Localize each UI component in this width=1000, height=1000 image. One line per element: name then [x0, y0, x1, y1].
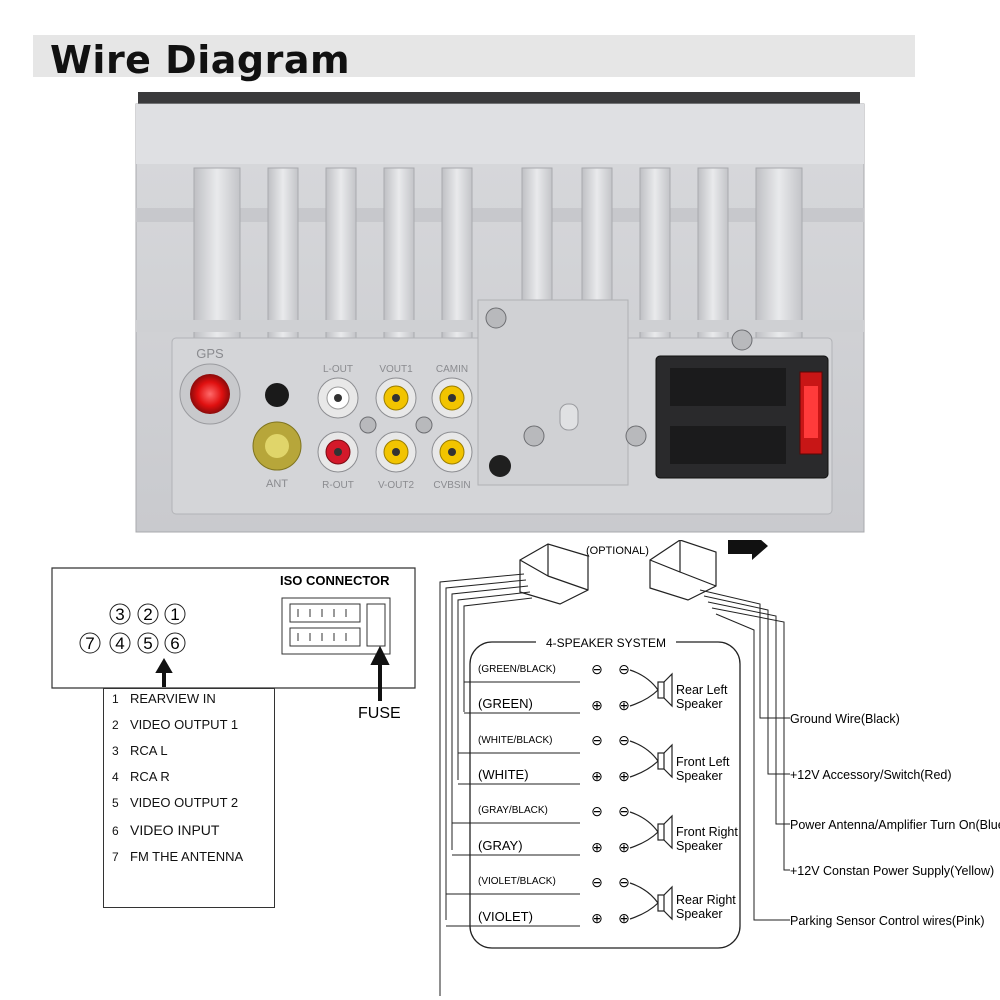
svg-text:⊖: ⊖ [591, 874, 603, 890]
svg-text:⊕: ⊕ [618, 768, 630, 784]
l-out-label: L-OUT [323, 364, 353, 375]
svg-text:⊖: ⊖ [591, 803, 603, 819]
pin-2: 2 [143, 605, 152, 624]
pin-4: 4 [115, 634, 124, 653]
svg-text:⊖: ⊖ [591, 732, 603, 748]
constant-power-wire-label: +12V Constan Power Supply(Yellow) [790, 864, 994, 878]
speaker-wire-labels: (GREEN/BLACK) (GREEN) (WHITE/BLACK) (WHI… [478, 664, 556, 924]
screws [359, 307, 753, 447]
svg-text:⊕: ⊕ [591, 910, 603, 926]
page-title: Wire Diagram [50, 38, 351, 82]
svg-text:⊕: ⊕ [591, 768, 603, 784]
svg-text:⊖: ⊖ [618, 874, 630, 890]
camin-label: CAMIN [436, 364, 468, 375]
svg-text:Speaker: Speaker [676, 697, 723, 711]
svg-text:⊕: ⊕ [618, 910, 630, 926]
wire-gray-black: (GRAY/BLACK) [478, 805, 548, 816]
front-right-speaker-icon [629, 811, 673, 850]
vout1-label: VOUT1 [379, 364, 413, 375]
left-harness-wires [439, 573, 533, 996]
fuse-arrow-icon [370, 645, 390, 701]
svg-text:Front Right: Front Right [676, 825, 738, 839]
pin-6: 6 [170, 634, 179, 653]
iso-socket [655, 355, 829, 479]
svg-text:⊖: ⊖ [591, 661, 603, 677]
pin-1: 1 [170, 605, 179, 624]
fuse-label: FUSE [358, 705, 401, 722]
right-harness-wires [699, 589, 790, 921]
wire-violet-black: (VIOLET/BLACK) [478, 876, 556, 887]
gps-label: GPS [196, 346, 224, 361]
svg-text:⊕: ⊕ [618, 697, 630, 713]
optional-label: (OPTIONAL) [586, 545, 649, 557]
speaker-wire-lines [446, 681, 580, 927]
head-unit-rear-panel: GPS ANT L-OUT VOUT1 CAMIN R-OUT V-OUT2 C… [135, 92, 865, 533]
accessory-wire-label: +12V Accessory/Switch(Red) [790, 768, 952, 782]
rear-right-speaker-icon [629, 882, 673, 921]
svg-text:⊕: ⊕ [591, 839, 603, 855]
iso-connector-diagram [281, 597, 391, 655]
vout2-label: V-OUT2 [378, 480, 415, 491]
front-left-speaker-icon [629, 740, 673, 779]
rear-left-speaker-icon [629, 669, 673, 708]
pin-3: 3 [115, 605, 124, 624]
svg-text:⊕: ⊕ [618, 839, 630, 855]
svg-text:Speaker: Speaker [676, 907, 723, 921]
pin-circles: 3 2 1 7 4 5 6 [79, 603, 186, 654]
svg-text:⊖: ⊖ [618, 732, 630, 748]
svg-text:⊖: ⊖ [618, 661, 630, 677]
ant-label: ANT [266, 478, 288, 490]
wire-green: (GREEN) [478, 696, 533, 711]
svg-text:Speaker: Speaker [676, 769, 723, 783]
power-wire-labels: Ground Wire(Black) +12V Accessory/Switch… [790, 712, 1000, 928]
svg-text:Rear Left: Rear Left [676, 683, 728, 697]
pin-7: 7 [85, 634, 94, 653]
wire-violet: (VIOLET) [478, 909, 533, 924]
cvbsin-label: CVBSIN [433, 480, 470, 491]
title-bar [33, 35, 915, 77]
wire-white: (WHITE) [478, 767, 529, 782]
svg-text:⊖: ⊖ [618, 803, 630, 819]
iso-title: ISO CONNECTOR [280, 573, 390, 588]
optional-connectors [519, 540, 717, 605]
svg-text:Speaker: Speaker [676, 839, 723, 853]
antenna-wire-label: Power Antenna/Amplifier Turn On(Blue) [790, 818, 1000, 832]
up-arrow-icon [155, 658, 173, 687]
polarity-symbols: ⊖ ⊖ ⊕ ⊕ ⊖ ⊖ ⊕ ⊕ ⊖ ⊖ ⊕ ⊕ ⊖ ⊖ ⊕ ⊕ [591, 661, 630, 926]
rca-jacks: L-OUT VOUT1 CAMIN R-OUT V-OUT2 CVBSIN [317, 364, 473, 491]
wire-white-black: (WHITE/BLACK) [478, 735, 552, 746]
r-out-label: R-OUT [322, 480, 354, 491]
speaker-system-title: 4-SPEAKER SYSTEM [546, 636, 666, 650]
svg-text:Front Left: Front Left [676, 755, 730, 769]
right-arrow-icon [728, 540, 768, 560]
pin-diagram: 3 2 1 7 4 5 6 ISO CONNECTOR FUSE (OPTION… [51, 540, 1000, 996]
wire-green-black: (GREEN/BLACK) [478, 664, 556, 675]
ground-wire-label: Ground Wire(Black) [790, 712, 900, 726]
wire-gray: (GRAY) [478, 838, 523, 853]
pin-5: 5 [143, 634, 152, 653]
speaker-icons [629, 669, 673, 921]
parking-sensor-wire-label: Parking Sensor Control wires(Pink) [790, 914, 985, 928]
svg-text:Rear Right: Rear Right [676, 893, 736, 907]
svg-text:⊕: ⊕ [591, 697, 603, 713]
